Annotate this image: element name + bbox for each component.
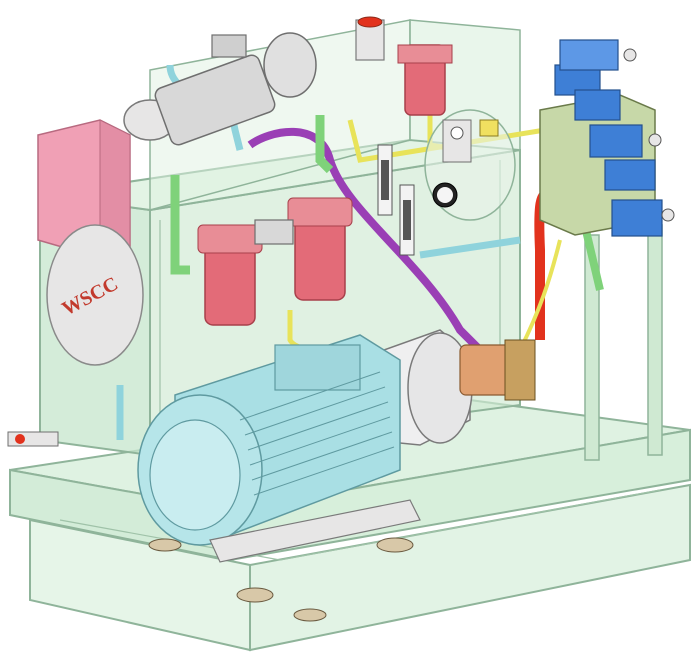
level-gauges	[377, 144, 415, 256]
pressure-filter-right	[287, 197, 353, 301]
valve-stand	[584, 224, 663, 461]
solenoid-valve-manifold	[539, 39, 675, 237]
breather	[355, 16, 385, 61]
main-electric-motor	[137, 334, 421, 563]
drain-valve	[7, 431, 59, 447]
cleanout-cover: WSCC	[46, 224, 144, 366]
control-box	[37, 119, 131, 259]
auxiliary-motor-pump	[123, 32, 317, 146]
pressure-gauge	[424, 109, 516, 221]
mounting-feet	[148, 537, 414, 622]
pressure-filter-left	[197, 224, 263, 326]
return-filter	[397, 44, 453, 116]
filter-manifold-block	[254, 219, 294, 245]
